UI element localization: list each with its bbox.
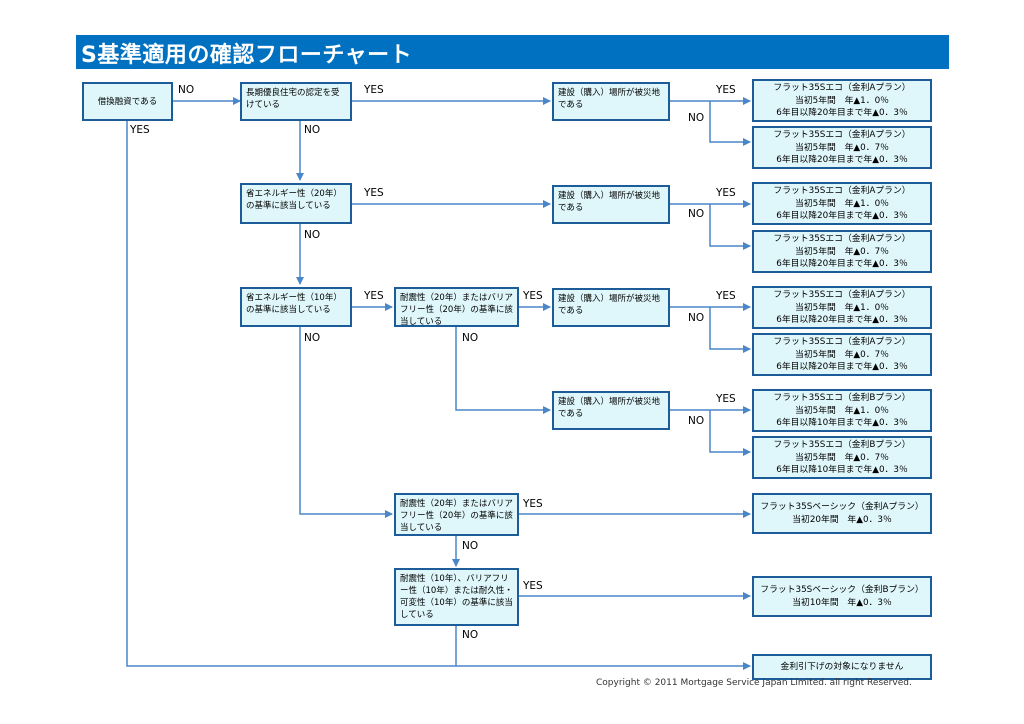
result-line: 当初5年間 年▲0．7％: [795, 142, 889, 153]
question-energy-20-text: 省エネルギー性（20年）の基準に該当している: [246, 189, 342, 211]
label-yes-d1: YES: [716, 84, 736, 96]
label-no-q2: NO: [304, 124, 321, 136]
label-no-d4: NO: [688, 415, 705, 427]
result-eco-a-5: フラット35Sエコ（金利Aプラン） 当初5年間 年▲1．0％ 6年目以降20年目…: [752, 286, 932, 329]
label-no-q3: NO: [304, 229, 321, 241]
question-disaster-area-4-text: 建設（購入）場所が被災地である: [558, 397, 661, 419]
question-disaster-area-4: 建設（購入）場所が被災地である: [552, 391, 670, 430]
result-line: 6年目以降20年目まで年▲0．3％: [776, 155, 908, 165]
result-line: 6年目以降10年目まで年▲0．3％: [776, 418, 908, 428]
result-eco-b-2: フラット35Sエコ（金利Bプラン） 当初5年間 年▲0．7％ 6年目以降10年目…: [752, 436, 932, 479]
question-seismic-20-b: 耐震性（20年）またはバリアフリー性（20年）の基準に該当している: [394, 493, 519, 536]
label-yes-q6: YES: [523, 498, 543, 510]
question-refinance: 借換融資である: [82, 82, 173, 121]
arrow-q5-d4: [455, 327, 551, 414]
label-no-q6: NO: [462, 540, 479, 552]
result-line: フラット35Sエコ（金利Bプラン）: [773, 440, 911, 450]
result-eco-a-6: フラット35Sエコ（金利Aプラン） 当初5年間 年▲0．7％ 6年目以降20年目…: [752, 333, 932, 376]
label-yes-q4: YES: [364, 290, 384, 302]
question-refinance-text: 借換融資である: [97, 96, 158, 107]
result-line: 当初5年間 年▲0．7％: [795, 246, 889, 257]
label-yes-d2: YES: [716, 187, 736, 199]
result-basic-a: フラット35Sベーシック（金利Aプラン） 当初20年間 年▲0．3％: [752, 493, 932, 534]
result-line: 当初5年間 年▲1．0％: [795, 405, 889, 416]
question-long-term-housing: 長期優良住宅の認定を受けている: [240, 82, 352, 121]
label-no-q1: NO: [178, 84, 195, 96]
result-line: フラット35Sエコ（金利Aプラン）: [773, 186, 911, 196]
title-bar: S基準適用の確認フローチャート: [76, 35, 949, 69]
result-line: フラット35Sベーシック（金利Aプラン）: [760, 502, 924, 512]
result-line: 6年目以降20年目まで年▲0．3％: [776, 108, 908, 118]
question-energy-10: 省エネルギー性（10年）の基準に該当している: [240, 287, 352, 327]
result-line: 6年目以降10年目まで年▲0．3％: [776, 465, 908, 475]
label-yes-q3: YES: [364, 187, 384, 199]
result-line: 6年目以降20年目まで年▲0．3％: [776, 211, 908, 221]
label-no-q5: NO: [462, 332, 479, 344]
label-no-d1: NO: [688, 112, 705, 124]
question-disaster-area-2-text: 建設（購入）場所が被災地である: [558, 191, 661, 213]
question-seismic-10: 耐震性（10年）、バリアフリー性（10年）または耐久性・可変性（10年）の基準に…: [394, 568, 519, 626]
result-line: 6年目以降20年目まで年▲0．3％: [776, 259, 908, 269]
result-line: フラット35Sベーシック（金利Bプラン）: [760, 585, 924, 595]
result-eco-a-2: フラット35Sエコ（金利Aプラン） 当初5年間 年▲0．7％ 6年目以降20年目…: [752, 126, 932, 169]
result-line: フラット35Sエコ（金利Aプラン）: [773, 130, 911, 140]
label-yes-d3: YES: [716, 290, 736, 302]
result-line: フラット35Sエコ（金利Aプラン）: [773, 337, 911, 347]
arrow-d1-no: [709, 101, 751, 146]
result-line: 金利引下げの対象になりません: [780, 661, 904, 672]
label-no-q4: NO: [304, 332, 321, 344]
result-line: フラット35Sエコ（金利Bプラン）: [773, 393, 911, 403]
question-seismic-20-a: 耐震性（20年）またはバリアフリー性（20年）の基準に該当している: [394, 287, 519, 327]
arrow-d3-no: [709, 307, 751, 353]
result-line: 当初10年間 年▲0．3％: [792, 597, 892, 608]
label-no-d2: NO: [688, 208, 705, 220]
result-line: 当初5年間 年▲1．0％: [795, 95, 889, 106]
result-eco-b-1: フラット35Sエコ（金利Bプラン） 当初5年間 年▲1．0％ 6年目以降10年目…: [752, 389, 932, 432]
label-no-d3: NO: [688, 312, 705, 324]
label-yes-d4: YES: [716, 393, 736, 405]
result-line: 6年目以降20年目まで年▲0．3％: [776, 315, 908, 325]
result-eco-a-4: フラット35Sエコ（金利Aプラン） 当初5年間 年▲0．7％ 6年目以降20年目…: [752, 230, 932, 273]
question-disaster-area-3: 建設（購入）場所が被災地である: [552, 288, 670, 327]
question-disaster-area-1: 建設（購入）場所が被災地である: [552, 82, 670, 121]
result-not-eligible: 金利引下げの対象になりません: [752, 654, 932, 680]
line-q1-yes: [126, 121, 751, 670]
result-line: 当初20年間 年▲0．3％: [792, 514, 892, 525]
result-eco-a-3: フラット35Sエコ（金利Aプラン） 当初5年間 年▲1．0％ 6年目以降20年目…: [752, 182, 932, 225]
question-disaster-area-1-text: 建設（購入）場所が被災地である: [558, 88, 661, 110]
label-yes-q7: YES: [523, 580, 543, 592]
question-disaster-area-3-text: 建設（購入）場所が被災地である: [558, 294, 661, 316]
result-line: フラット35Sエコ（金利Aプラン）: [773, 290, 911, 300]
result-line: 当初5年間 年▲0．7％: [795, 349, 889, 360]
result-line: フラット35Sエコ（金利Aプラン）: [773, 83, 911, 93]
question-long-term-housing-text: 長期優良住宅の認定を受けている: [246, 88, 340, 110]
page-title: S基準適用の確認フローチャート: [81, 43, 413, 68]
result-eco-a-1: フラット35Sエコ（金利Aプラン） 当初5年間 年▲1．0％ 6年目以降20年目…: [752, 79, 932, 122]
question-energy-10-text: 省エネルギー性（10年）の基準に該当している: [246, 293, 342, 315]
label-yes-q5: YES: [523, 290, 543, 302]
result-line: 6年目以降20年目まで年▲0．3％: [776, 362, 908, 372]
question-seismic-10-text: 耐震性（10年）、バリアフリー性（10年）または耐久性・可変性（10年）の基準に…: [400, 574, 513, 620]
label-yes-q1: YES: [130, 124, 150, 136]
copyright: Copyright © 2011 Mortgage Service Japan …: [596, 678, 912, 688]
question-disaster-area-2: 建設（購入）場所が被災地である: [552, 185, 670, 224]
arrow-d2-no: [709, 204, 751, 250]
result-line: 当初5年間 年▲1．0％: [795, 302, 889, 313]
question-seismic-20-b-text: 耐震性（20年）またはバリアフリー性（20年）の基準に該当している: [400, 499, 513, 533]
question-energy-20: 省エネルギー性（20年）の基準に該当している: [240, 183, 352, 224]
arrow-d4-no: [709, 410, 751, 456]
result-basic-b: フラット35Sベーシック（金利Bプラン） 当初10年間 年▲0．3％: [752, 576, 932, 617]
label-no-q7: NO: [462, 629, 479, 641]
result-line: フラット35Sエコ（金利Aプラン）: [773, 234, 911, 244]
result-line: 当初5年間 年▲1．0％: [795, 198, 889, 209]
result-line: 当初5年間 年▲0．7％: [795, 452, 889, 463]
arrow-q4-q6: [299, 327, 393, 518]
label-yes-q2: YES: [364, 84, 384, 96]
question-seismic-20-a-text: 耐震性（20年）またはバリアフリー性（20年）の基準に該当している: [400, 293, 513, 327]
